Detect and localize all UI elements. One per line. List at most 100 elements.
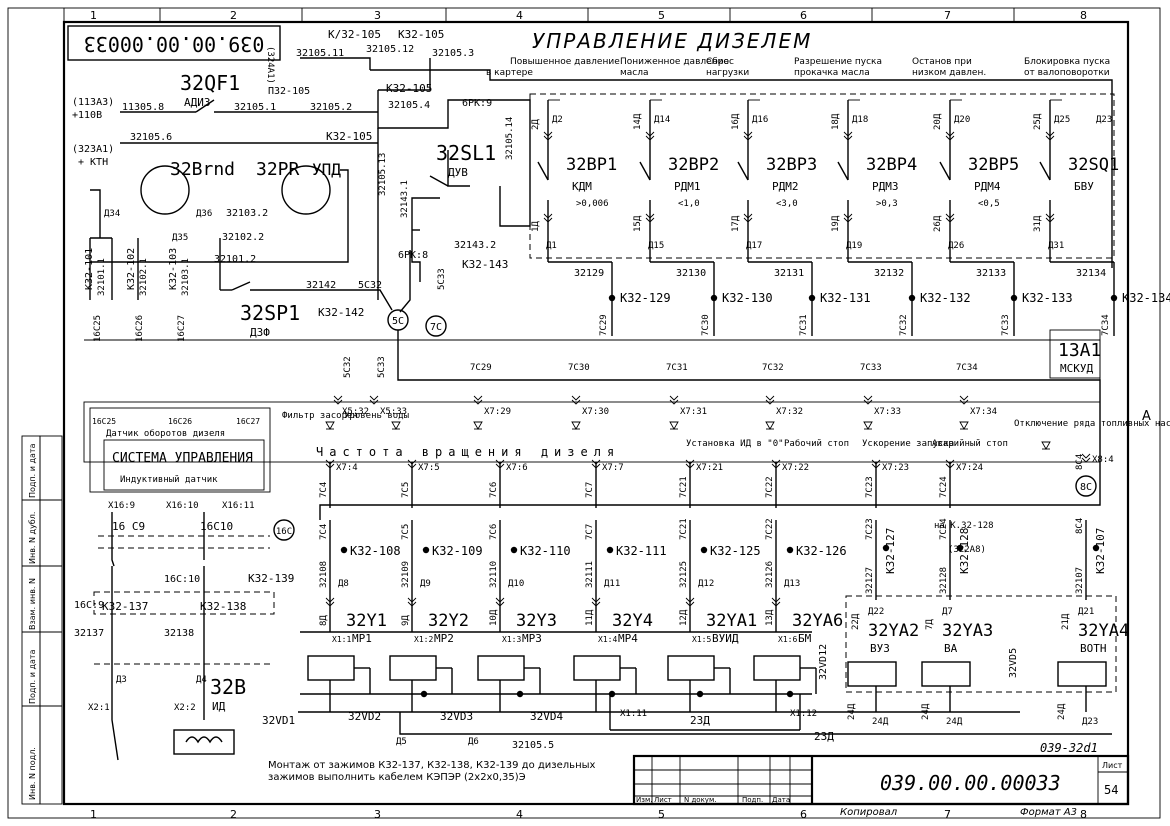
led-icon	[571, 421, 581, 430]
connector-arrow	[843, 213, 853, 219]
output-diode: Д7	[942, 607, 953, 617]
output-wire-3: 12Д	[679, 609, 689, 626]
zone-number-top: 1	[90, 9, 97, 22]
side-stamp-field: Инв. N подл.	[28, 747, 37, 800]
output-diode: Д13	[784, 579, 800, 589]
id0-label: Установка ИД в "0"	[686, 439, 784, 449]
accel-label: Ускорение запуска	[862, 439, 954, 449]
b-label: ИД	[212, 700, 226, 713]
output-wire-2: 32110	[489, 561, 499, 588]
sensor-top-wire: 14Д	[633, 113, 643, 130]
k102: К32-102	[126, 248, 137, 290]
doc-code-stamp: 039.00.00.00033	[84, 32, 265, 56]
output-diode: Д12	[698, 579, 714, 589]
outer-frame	[7, 7, 1161, 819]
sensor-terminal: К32-130	[722, 291, 773, 305]
sensor-setpoint: <1,0	[678, 199, 700, 209]
c10b: 16С:10	[164, 574, 200, 585]
w32142: 32142	[306, 280, 336, 291]
x21: Х2:1	[88, 703, 110, 713]
w32101-2: 32101.2	[214, 254, 256, 265]
sensor-top-wire: 16Д	[731, 113, 741, 130]
sensor-bottom-wire: 19Д	[831, 215, 841, 232]
sensor-bottom-wire: 17Д	[731, 215, 741, 232]
w32102-1: 32102.1	[139, 258, 149, 296]
connector-arrow	[669, 399, 679, 405]
sensor-wire: 32132	[874, 268, 904, 279]
output-wire-2: 32127	[865, 567, 875, 594]
coil-return-label: 24Д	[872, 717, 889, 727]
prk9: 6РК:9	[462, 98, 492, 109]
output-wire-label: 7С22	[765, 518, 775, 540]
zone-number-bottom: 3	[374, 808, 381, 821]
doc-stamp-box	[67, 25, 281, 61]
header-line: от валоповоротки	[1024, 68, 1110, 78]
zone-number-bottom: 4	[516, 808, 523, 821]
title-column-label: Дата	[772, 796, 790, 804]
sensor-bottom-wire: 31Д	[1033, 215, 1043, 232]
format-label: Формат А3	[1020, 807, 1077, 818]
connector-arrow	[771, 601, 781, 607]
x533: Х5:33	[380, 407, 407, 417]
coil-label: МР3	[522, 632, 542, 645]
d4: Д4	[196, 675, 207, 685]
zone-number-bottom: 2	[230, 808, 237, 821]
pr-label: УПД	[312, 160, 341, 179]
connector-arrow	[543, 131, 553, 137]
sensor-terminal: К32-133	[1022, 291, 1073, 305]
coil-rect	[389, 655, 437, 681]
connector-arrow	[495, 597, 505, 603]
node-8c-label: 8С	[1080, 482, 1092, 493]
c169: 16 С9	[112, 520, 145, 533]
a1-box	[1049, 329, 1101, 379]
d34: Д34	[104, 209, 120, 219]
output-wire-3: 13Д	[765, 609, 775, 626]
input-connector: Х7:32	[776, 407, 803, 417]
sensor-top-diode: Д25	[1054, 115, 1070, 125]
k105b: К32-105	[398, 28, 444, 41]
wire	[1039, 161, 1051, 181]
sensor-name: 32BP2	[668, 155, 719, 175]
led-icon	[959, 421, 969, 430]
x169: Х16:9	[108, 501, 135, 511]
connector-arrow	[1045, 135, 1055, 141]
coil-label: ВУИД	[712, 632, 739, 645]
input-connector: Х7:29	[484, 407, 511, 417]
side-stamp-field: Инв. N дубл.	[28, 512, 37, 564]
w138: 32138	[164, 628, 194, 639]
input-connector: Х7:31	[680, 407, 707, 417]
coil-name: 32YA4	[1078, 621, 1129, 641]
output-wire-label: 7С21	[679, 518, 689, 540]
coil-return-wire: 24Д	[1057, 703, 1067, 720]
input-connector: Х7:30	[582, 407, 609, 417]
prk8: 6РК:8	[398, 250, 428, 261]
k105a: К/32-105	[328, 28, 381, 41]
input-wire-label: 7С29	[470, 363, 492, 373]
side-stamp-field: Подп. и дата	[28, 649, 37, 704]
sheet-no: 54	[1104, 783, 1118, 797]
sensor-wire: 32131	[774, 268, 804, 279]
x532: Х5:32	[342, 407, 369, 417]
header-line: Повышенное давление	[510, 57, 620, 67]
title-column-label: Изм.	[636, 796, 652, 804]
water-label: Уровень воды	[344, 411, 409, 421]
sensor-output: 7С34	[1101, 314, 1111, 336]
pumps-label: Отключение ряда топливных насосов	[1014, 419, 1170, 429]
a1-name: 13А1	[1058, 340, 1101, 361]
input-row: 7С29Х7:297С30Х7:307С31Х7:317С32Х7:327С33…	[325, 363, 1051, 450]
vd5: 32VD5	[1008, 648, 1019, 678]
output-connector: Х8:4	[1092, 455, 1114, 465]
output-x1: Х1:6	[778, 635, 797, 644]
side-stamp-field: Подп. и дата	[28, 443, 37, 498]
connector-arrow	[591, 601, 601, 607]
note-line-2: зажимов выполнить кабелем КЭПЭР (2х2х0,3…	[268, 772, 526, 783]
led-icon	[863, 421, 873, 430]
sensor-output: 7С31	[799, 314, 809, 336]
sensor-name: 32BP1	[566, 155, 617, 175]
sensor-group-box	[529, 93, 1115, 259]
coil-name: 32Y4	[612, 611, 653, 631]
coil-rect	[307, 655, 355, 681]
note-line-1: Монтаж от зажимов К32-137, К32-138, К32-…	[268, 760, 595, 771]
right-coil-group	[845, 595, 1117, 693]
